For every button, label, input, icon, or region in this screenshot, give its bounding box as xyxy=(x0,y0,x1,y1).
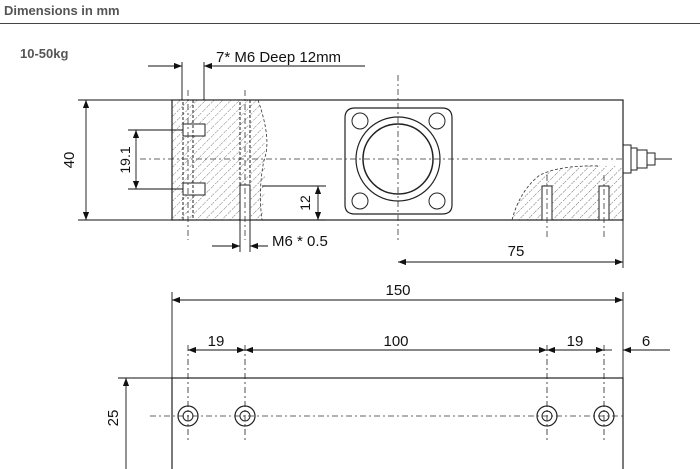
dim-end-offset-text: 6 xyxy=(642,333,650,350)
dim-width xyxy=(118,377,172,469)
left-section-hatch xyxy=(172,100,266,220)
right-section-hatch xyxy=(512,165,623,220)
dim-center-spacing-text: 100 xyxy=(383,333,408,350)
dim-width-text: 25 xyxy=(105,410,122,427)
mounting-hole xyxy=(536,345,558,440)
dim-depth-text: 12 xyxy=(297,195,313,211)
bottom-body-outline xyxy=(171,377,624,469)
dim-hole-spacing xyxy=(128,129,183,190)
gauge-pocket xyxy=(344,107,453,215)
dim-center-offset xyxy=(398,220,624,268)
dim-length-text: 150 xyxy=(385,282,410,299)
bottom-mounting-holes xyxy=(177,345,615,440)
thread-note-text: 7* M6 Deep 12mm xyxy=(216,49,341,66)
side-view: 40 19.1 12 7* M6 Deep 12mm xyxy=(61,49,672,268)
bottom-view: 150 19 100 19 6 25 xyxy=(105,282,670,469)
capacity-label: 10-50kg xyxy=(20,46,69,61)
mounting-hole xyxy=(593,345,615,440)
dim-hole-spacing-text: 19.1 xyxy=(117,146,133,173)
dim-thread xyxy=(212,220,268,252)
mounting-hole xyxy=(234,345,256,440)
thread-note-leader xyxy=(148,62,365,100)
dim-height-text: 40 xyxy=(61,152,78,169)
dim-right-spacing-text: 19 xyxy=(567,333,584,350)
dim-length xyxy=(171,292,624,378)
cable-gland xyxy=(622,144,672,174)
dim-thread-text: M6 * 0.5 xyxy=(272,233,328,250)
side-centerlines xyxy=(140,75,625,240)
dim-center-offset-text: 75 xyxy=(508,243,525,260)
section-title: Dimensions in mm xyxy=(4,3,120,18)
section-heading: Dimensions in mm xyxy=(0,0,700,24)
dim-height xyxy=(78,99,172,221)
mounting-hole xyxy=(177,345,199,440)
dim-depth xyxy=(262,185,326,221)
dim-left-spacing-text: 19 xyxy=(208,333,225,350)
